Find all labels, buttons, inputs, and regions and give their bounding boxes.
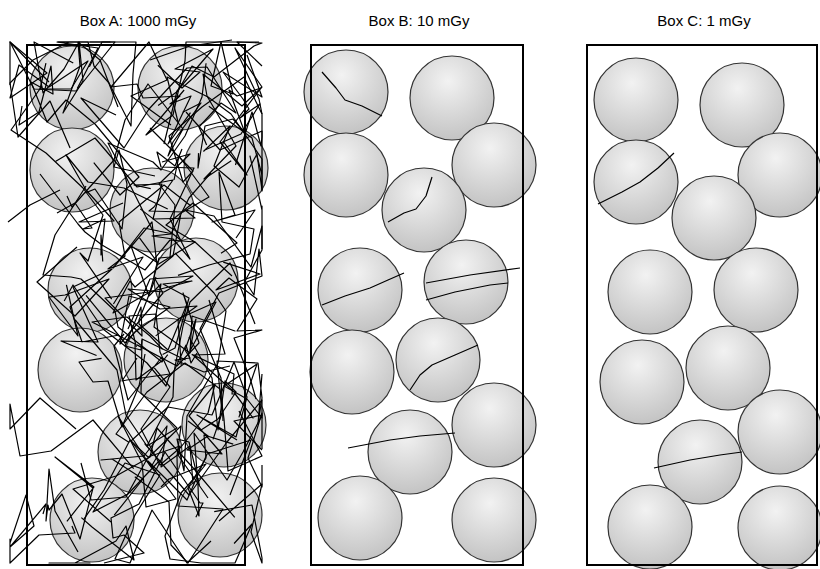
- radiation-track: [8, 190, 60, 222]
- radiation-track: [152, 149, 211, 259]
- dose-box: Box A: 1000 mGy: [26, 44, 246, 566]
- cell-circle: [178, 473, 262, 557]
- cell-circle: [714, 248, 798, 332]
- cell-circle: [382, 168, 466, 252]
- cell-circle: [600, 340, 684, 424]
- radiation-track: [19, 66, 139, 195]
- radiation-track: [46, 457, 94, 552]
- cell-circle: [608, 485, 692, 569]
- cell-circle: [594, 140, 678, 224]
- radiation-track: [55, 138, 209, 212]
- radiation-track: [598, 153, 674, 204]
- radiation-track: [161, 464, 252, 563]
- box-heading: Box A: 1000 mGy: [80, 12, 197, 30]
- radiation-track: [322, 273, 404, 305]
- radiation-track: [224, 364, 262, 487]
- cell-circle: [738, 486, 820, 569]
- radiation-track: [134, 184, 262, 267]
- radiation-track: [388, 177, 432, 222]
- radiation-track: [75, 263, 255, 446]
- radiation-track: [93, 460, 211, 563]
- radiation-track: [85, 150, 155, 229]
- radiation-track: [57, 42, 136, 126]
- cell-circle: [304, 50, 388, 134]
- cell-circle: [424, 240, 508, 324]
- radiation-track: [426, 268, 520, 283]
- radiation-track: [654, 452, 742, 468]
- radiation-track: [105, 281, 192, 355]
- radiation-track: [178, 172, 255, 275]
- radiation-track: [322, 72, 382, 116]
- radiation-track: [131, 362, 247, 471]
- radiation-track: [61, 269, 119, 356]
- radiation-track: [205, 55, 262, 150]
- radiation-track: [49, 518, 134, 563]
- cell-circle: [594, 58, 678, 142]
- radiation-track: [73, 428, 235, 522]
- radiation-track: [10, 398, 134, 469]
- box-heading: Box C: 1 mGy: [657, 12, 750, 30]
- radiation-track: [43, 186, 168, 362]
- radiation-track: [10, 495, 75, 563]
- dose-box: Box B: 10 mGy: [310, 44, 524, 566]
- radiation-track: [66, 155, 168, 222]
- radiation-track: [214, 484, 262, 563]
- radiation-track: [118, 416, 251, 507]
- radiation-track: [136, 277, 199, 366]
- radiation-track: [426, 283, 508, 300]
- radiation-track: [141, 368, 222, 465]
- cell-circle: [396, 318, 480, 402]
- cell-circle: [184, 126, 268, 210]
- radiation-track: [410, 345, 478, 390]
- radiation-track: [192, 300, 253, 418]
- cell-circle: [304, 133, 388, 217]
- radiation-track: [348, 433, 455, 448]
- dose-box: Box C: 1 mGy: [586, 44, 818, 566]
- radiation-track: [57, 203, 105, 262]
- box-heading: Box B: 10 mGy: [369, 12, 470, 30]
- cell-circle: [38, 328, 122, 412]
- cell-circle: [318, 476, 402, 560]
- radiation-track: [40, 174, 237, 270]
- cell-circle: [608, 250, 692, 334]
- cell-circle: [318, 248, 402, 332]
- cell-circle: [310, 330, 394, 414]
- radiation-track: [108, 185, 191, 304]
- radiation-track: [64, 285, 197, 386]
- cell-circle: [672, 176, 756, 260]
- radiation-track: [113, 209, 232, 276]
- radiation-track: [67, 84, 201, 207]
- radiation-track: [150, 40, 232, 60]
- radiation-track: [84, 440, 208, 519]
- cell-circle: [738, 390, 820, 474]
